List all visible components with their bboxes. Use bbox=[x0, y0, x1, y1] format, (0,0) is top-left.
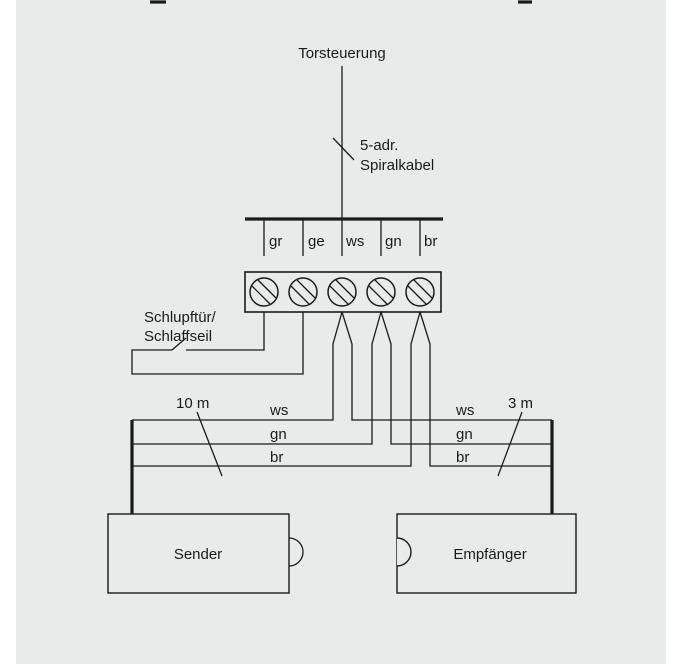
terminal-screw-br bbox=[405, 277, 435, 307]
left-wire-label-ws: ws bbox=[269, 402, 288, 419]
terminal-screw-slot-gn-0 bbox=[368, 285, 388, 305]
wire-label-br: br bbox=[424, 233, 437, 250]
wire-label-ge: ge bbox=[308, 233, 325, 250]
left-wire-label-br: br bbox=[270, 449, 283, 466]
wire-label-gn: gn bbox=[385, 233, 402, 250]
wire-label-gr: gr bbox=[269, 233, 282, 250]
left-wire-label-gn: gn bbox=[270, 426, 287, 443]
left-cable-length: 10 m bbox=[176, 395, 209, 412]
wire-br-to-receiver bbox=[419, 311, 552, 467]
terminal-screws bbox=[249, 277, 435, 307]
switch-label-line1: Schlupftür/ bbox=[144, 309, 217, 326]
wire-ws-to-receiver bbox=[341, 311, 552, 421]
switch-wire-gr bbox=[186, 312, 265, 351]
terminal-screw-slot-ge-1 bbox=[296, 279, 316, 299]
sender-label: Sender bbox=[174, 546, 222, 563]
right-wire-label-ws: ws bbox=[455, 402, 474, 419]
wire-br-to-sender bbox=[132, 311, 421, 467]
terminal-screw-slot-br-0 bbox=[407, 285, 427, 305]
right-wire-label-gn: gn bbox=[456, 426, 473, 443]
wire-gn-to-sender bbox=[132, 311, 382, 445]
switch-label-line2: Schlaffseil bbox=[144, 328, 212, 345]
sender-box bbox=[107, 513, 290, 594]
right-cable-length: 3 m bbox=[508, 395, 533, 412]
cable-label-line2: Spiralkabel bbox=[360, 157, 434, 174]
terminal-screw-slot-gr-0 bbox=[251, 285, 271, 305]
terminal-screw-slot-ge-0 bbox=[290, 285, 310, 305]
terminal-screw-slot-ws-0 bbox=[329, 285, 349, 305]
terminal-screw-slot-gr-1 bbox=[257, 279, 277, 299]
wire-label-ws: ws bbox=[345, 233, 364, 250]
terminal-screw-gn bbox=[366, 277, 396, 307]
switch-contact bbox=[171, 337, 187, 351]
terminal-screw-slot-gn-1 bbox=[374, 279, 394, 299]
controller-label: Torsteuerung bbox=[298, 45, 386, 62]
left-length-slash bbox=[196, 411, 223, 477]
cable-label-line1: 5-adr. bbox=[360, 137, 398, 154]
sender-lens bbox=[288, 537, 304, 567]
terminal-screw-slot-ws-1 bbox=[335, 279, 355, 299]
wire-ws-to-sender bbox=[132, 311, 343, 421]
terminal-screw-ws bbox=[327, 277, 357, 307]
cable-slash-mark bbox=[332, 137, 355, 161]
right-length-slash bbox=[497, 411, 523, 477]
terminal-screw-ge bbox=[288, 277, 318, 307]
terminal-screw-slot-br-1 bbox=[413, 279, 433, 299]
right-wire-label-br: br bbox=[456, 449, 469, 466]
wire-gn-to-receiver bbox=[380, 311, 552, 445]
receiver-box bbox=[396, 513, 577, 594]
receiver-lens bbox=[396, 537, 412, 567]
terminal-screw-gr bbox=[249, 277, 279, 307]
receiver-label: Empfänger bbox=[453, 546, 526, 563]
switch-wire-ge bbox=[131, 312, 304, 375]
